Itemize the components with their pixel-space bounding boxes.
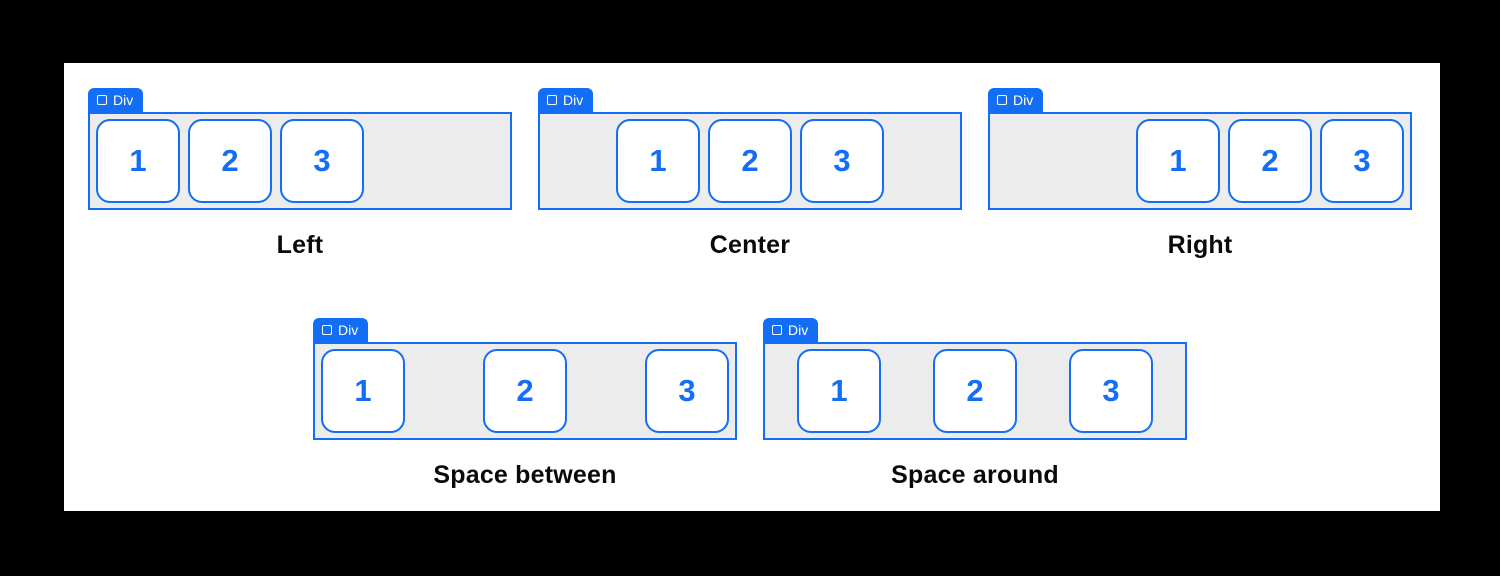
flex-item-box: 2 (483, 349, 567, 433)
div-tag-label: Div (788, 322, 809, 338)
square-icon (772, 325, 782, 335)
figure-label: Left (276, 231, 324, 259)
flex-item-box: 3 (1069, 349, 1153, 433)
square-icon (997, 95, 1007, 105)
figure-left: Div 1 2 3 Left (88, 88, 512, 260)
div-tag-label: Div (338, 322, 359, 338)
div-tag: Div (88, 88, 144, 112)
figure-right: Div 1 2 3 Right (988, 88, 1412, 260)
figure-space-between: Div 1 2 3 Space between (313, 318, 737, 490)
flex-container-space-between: 1 2 3 (313, 342, 737, 440)
div-tag-label: Div (563, 92, 584, 108)
div-tag: Div (538, 88, 594, 112)
figure-label: Center (709, 231, 791, 259)
flex-item-box: 2 (933, 349, 1017, 433)
flex-container-space-around: 1 2 3 (763, 342, 1187, 440)
figure-label: Right (1167, 231, 1233, 259)
flex-item-box: 3 (645, 349, 729, 433)
square-icon (547, 95, 557, 105)
flex-item-box: 3 (800, 119, 884, 203)
flex-container-right: 1 2 3 (988, 112, 1412, 210)
div-tag: Div (763, 318, 819, 342)
canvas: Div 1 2 3 Left Div 1 2 3 Center (64, 63, 1440, 511)
div-tag-label: Div (113, 92, 134, 108)
square-icon (322, 325, 332, 335)
flex-item-box: 1 (616, 119, 700, 203)
div-tag-label: Div (1013, 92, 1034, 108)
flex-item-box: 3 (280, 119, 364, 203)
flex-item-box: 2 (188, 119, 272, 203)
div-tag: Div (988, 88, 1044, 112)
flex-item-box: 1 (321, 349, 405, 433)
flex-item-box: 1 (1136, 119, 1220, 203)
flex-container-left: 1 2 3 (88, 112, 512, 210)
figure-center: Div 1 2 3 Center (538, 88, 962, 260)
figure-label: Space between (433, 461, 617, 489)
flex-item-box: 2 (1228, 119, 1312, 203)
flex-item-box: 2 (708, 119, 792, 203)
flex-container-center: 1 2 3 (538, 112, 962, 210)
flex-item-box: 1 (797, 349, 881, 433)
flex-item-box: 1 (96, 119, 180, 203)
square-icon (97, 95, 107, 105)
figure-space-around: Div 1 2 3 Space around (763, 318, 1187, 490)
figure-label: Space around (891, 461, 1059, 489)
div-tag: Div (313, 318, 369, 342)
flex-item-box: 3 (1320, 119, 1404, 203)
